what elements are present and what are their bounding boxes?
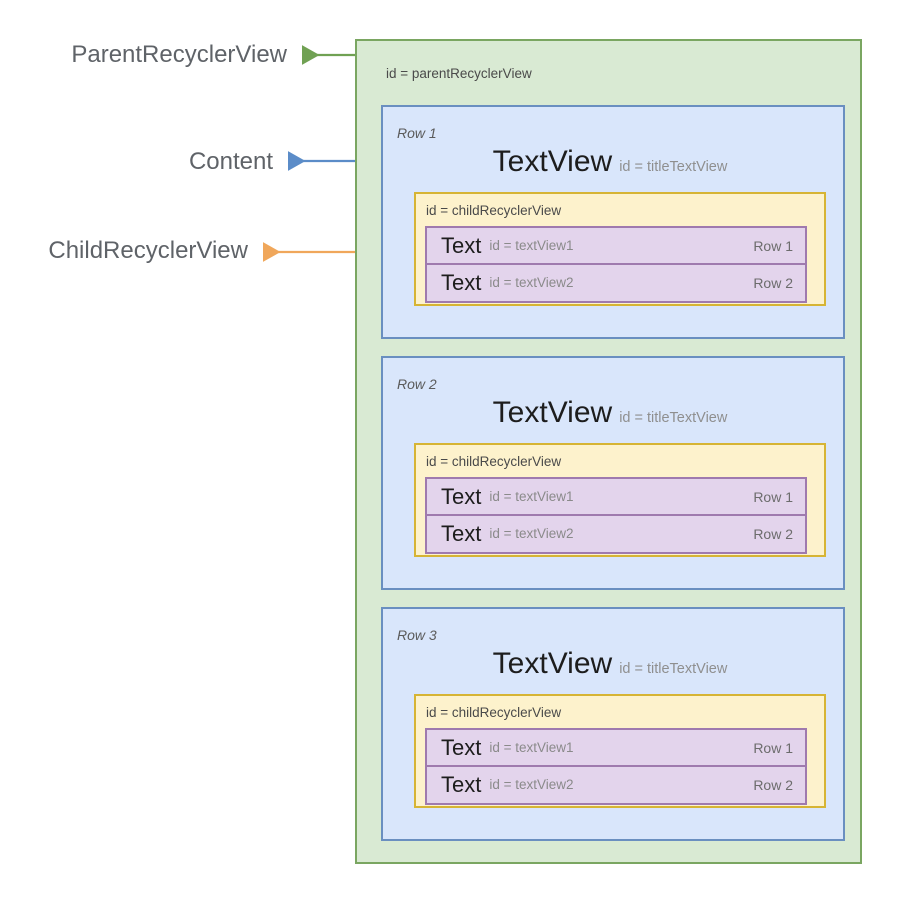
child-recyclerview-id-label: id = childRecyclerView: [426, 203, 562, 218]
child-list-item[interactable]: Text id = textView2 Row 2: [425, 515, 807, 554]
annotation-label-content: Content: [188, 148, 273, 175]
child-items-stack: Text id = textView1 Row 1 Text id = text…: [425, 477, 807, 555]
child-recyclerview-box: id = childRecyclerView Text id = textVie…: [414, 192, 826, 306]
parent-row-item[interactable]: Row 2 TextView id = titleTextView id = ch…: [381, 356, 845, 590]
child-item-text: Text: [441, 772, 482, 797]
child-list-item[interactable]: Text id = textView1 Row 1: [425, 226, 807, 265]
row-title-text: TextView: [492, 647, 613, 680]
row-title-id-label: id = titleTextView: [619, 410, 728, 426]
parent-row-item[interactable]: Row 3 TextView id = titleTextView id = ch…: [381, 607, 845, 841]
parent-row-item[interactable]: Row 1 TextView id = titleTextView id = ch…: [381, 105, 845, 339]
child-list-item[interactable]: Text id = textView1 Row 1: [425, 728, 807, 767]
row-index-label: Row 2: [397, 376, 437, 392]
child-recyclerview-id-label: id = childRecyclerView: [426, 705, 562, 720]
child-list-item[interactable]: Text id = textView2 Row 2: [425, 264, 807, 303]
child-item-text: Text: [441, 734, 482, 760]
row-title-line: TextView id = titleTextView: [383, 145, 843, 179]
child-item-id-label: id = textView1: [489, 488, 574, 504]
child-item-row-tag: Row 2: [753, 777, 793, 793]
child-item-row-tag: Row 1: [753, 237, 793, 254]
child-list-item[interactable]: Text id = textView1 Row 1: [425, 477, 807, 516]
child-item-id-label: id = textView1: [489, 237, 574, 253]
child-item-text: Text: [441, 270, 482, 295]
row-index-label: Row 3: [397, 627, 437, 643]
child-item-text: Text: [441, 483, 482, 509]
child-item-row-tag: Row 2: [753, 526, 793, 542]
child-recyclerview-box: id = childRecyclerView Text id = textVie…: [414, 694, 826, 808]
child-item-id-label: id = textView1: [489, 739, 574, 755]
annotation-label-parent-recyclerview: ParentRecyclerView: [71, 41, 287, 68]
parent-recyclerview-id-label: id = parentRecyclerView: [386, 66, 532, 81]
row-title-line: TextView id = titleTextView: [383, 647, 843, 681]
row-title-text: TextView: [492, 145, 613, 178]
child-item-id-label: id = textView2: [489, 526, 574, 542]
child-item-row-tag: Row 2: [753, 275, 793, 291]
row-title-id-label: id = titleTextView: [619, 661, 728, 677]
child-items-stack: Text id = textView1 Row 1 Text id = text…: [425, 728, 807, 806]
child-recyclerview-box: id = childRecyclerView Text id = textVie…: [414, 443, 826, 557]
row-title-text: TextView: [492, 396, 613, 429]
child-recyclerview-id-label: id = childRecyclerView: [426, 454, 562, 469]
row-title-id-label: id = titleTextView: [619, 159, 728, 175]
row-title-line: TextView id = titleTextView: [383, 396, 843, 430]
child-item-text: Text: [441, 521, 482, 546]
parent-recyclerview-box: id = parentRecyclerView Row 1 TextView id…: [355, 39, 862, 864]
row-index-label: Row 1: [397, 125, 437, 141]
child-item-text: Text: [441, 232, 482, 258]
child-items-stack: Text id = textView1 Row 1 Text id = text…: [425, 226, 807, 304]
annotation-label-child-recyclerview: ChildRecyclerView: [48, 237, 248, 264]
child-item-id-label: id = textView2: [489, 275, 574, 291]
child-item-id-label: id = textView2: [489, 777, 574, 793]
child-item-row-tag: Row 1: [753, 488, 793, 505]
child-list-item[interactable]: Text id = textView2 Row 2: [425, 766, 807, 805]
child-item-row-tag: Row 1: [753, 739, 793, 756]
